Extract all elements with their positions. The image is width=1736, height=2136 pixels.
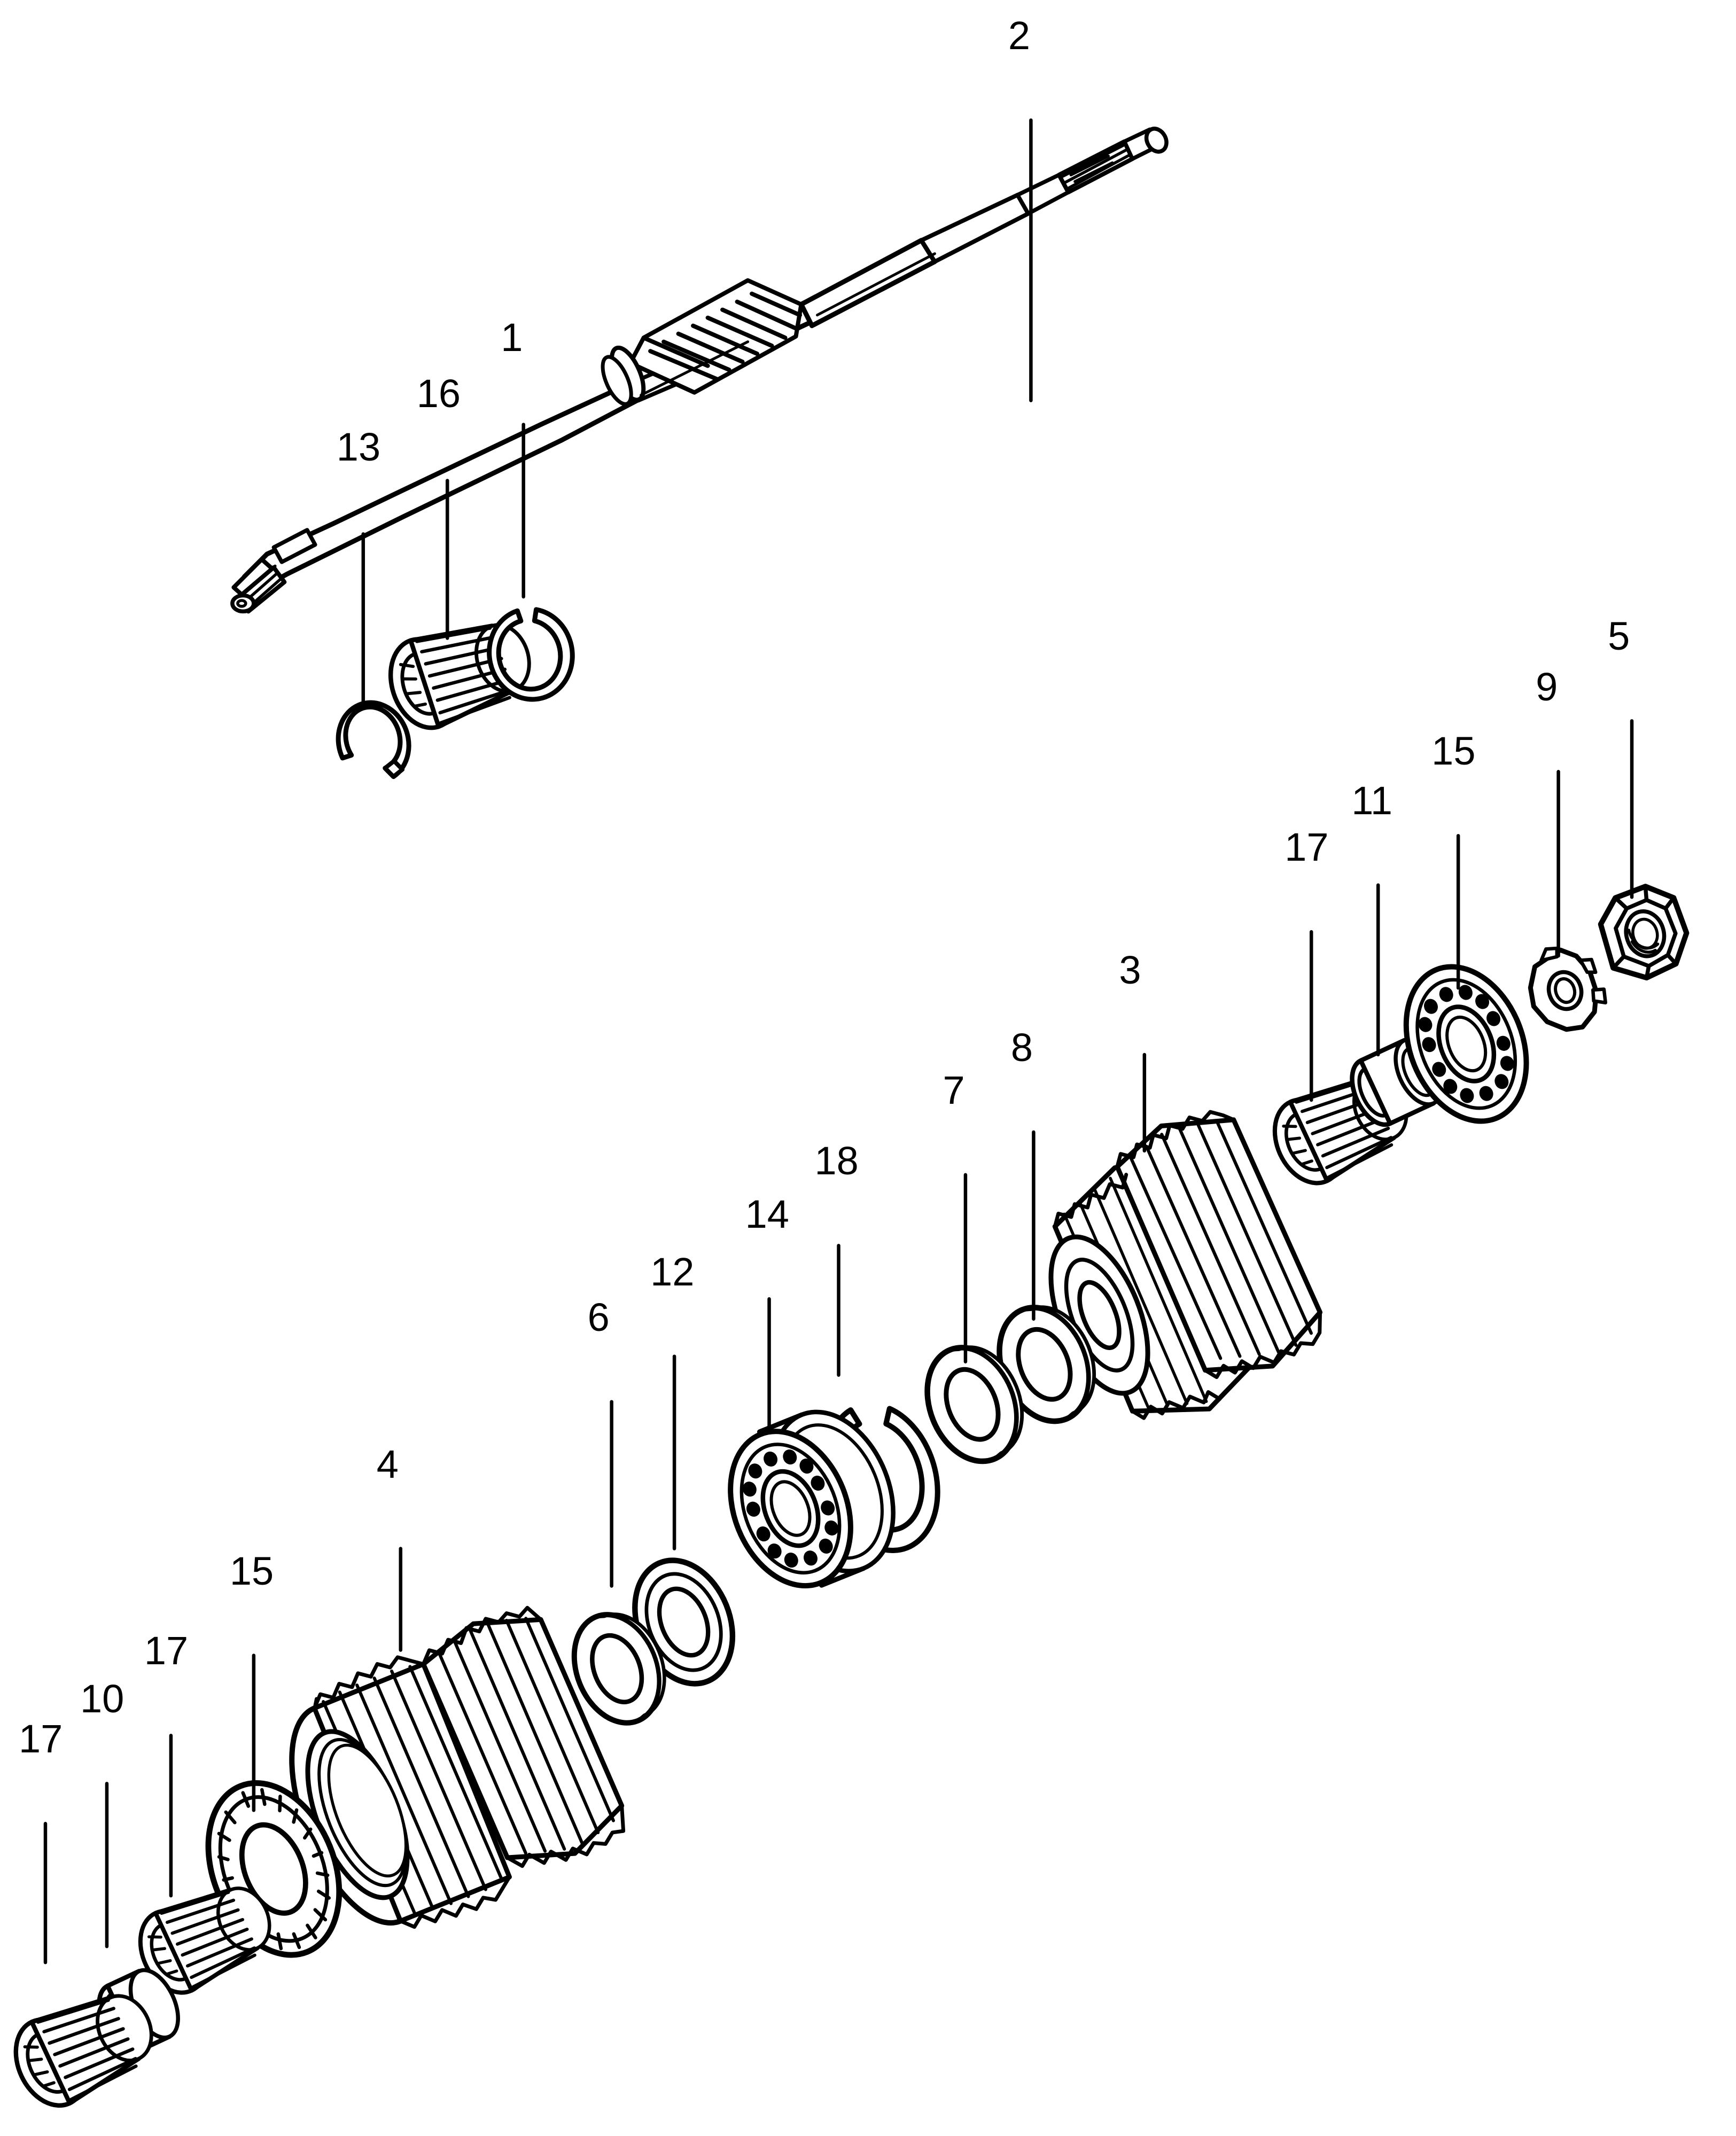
callout-number-c18: 18 (814, 1139, 859, 1183)
callout-number-c14: 14 (745, 1192, 789, 1237)
callout-number-c3: 3 (1119, 948, 1141, 993)
part-lock-washer-9 (1528, 946, 1608, 1032)
callout-number-c17a: 17 (1285, 825, 1329, 870)
part-castle-nut-5 (1598, 884, 1690, 981)
callout-number-c6: 6 (587, 1295, 610, 1339)
part-mainshaft (230, 127, 1169, 614)
callout-number-c5: 5 (1608, 614, 1630, 659)
callout-number-c8: 8 (1010, 1025, 1033, 1070)
callout-number-c15b: 15 (229, 1548, 274, 1593)
callout-number-c7: 7 (943, 1067, 965, 1112)
part-spacer-collar-11 (1350, 1037, 1445, 1127)
callout-number-c1: 1 (501, 315, 523, 360)
part-ball-bearing-14 (707, 1409, 896, 1607)
callout-number-c2: 2 (1008, 13, 1031, 58)
part-gear-cluster-3 (1048, 1110, 1323, 1420)
part-circlip-13 (336, 700, 411, 779)
part-gear-cluster-4 (289, 1605, 626, 1929)
callout-number-c11: 11 (1351, 778, 1393, 823)
callout-leader-lines (43, 118, 1634, 1965)
callout-number-c9: 9 (1536, 665, 1558, 710)
callout-number-c17b: 17 (144, 1628, 189, 1673)
callout-number-c10: 10 (80, 1677, 124, 1721)
callout-number-c17c: 17 (18, 1717, 63, 1761)
callout-number-c4: 4 (376, 1441, 399, 1486)
callout-number-c13: 13 (336, 424, 381, 469)
callout-number-c16: 16 (416, 371, 461, 416)
part-snap-ring-1 (487, 607, 575, 702)
callout-number-c12: 12 (650, 1249, 695, 1294)
callout-number-c15a: 15 (1431, 729, 1476, 774)
part-needle-bearing-16 (380, 607, 541, 737)
